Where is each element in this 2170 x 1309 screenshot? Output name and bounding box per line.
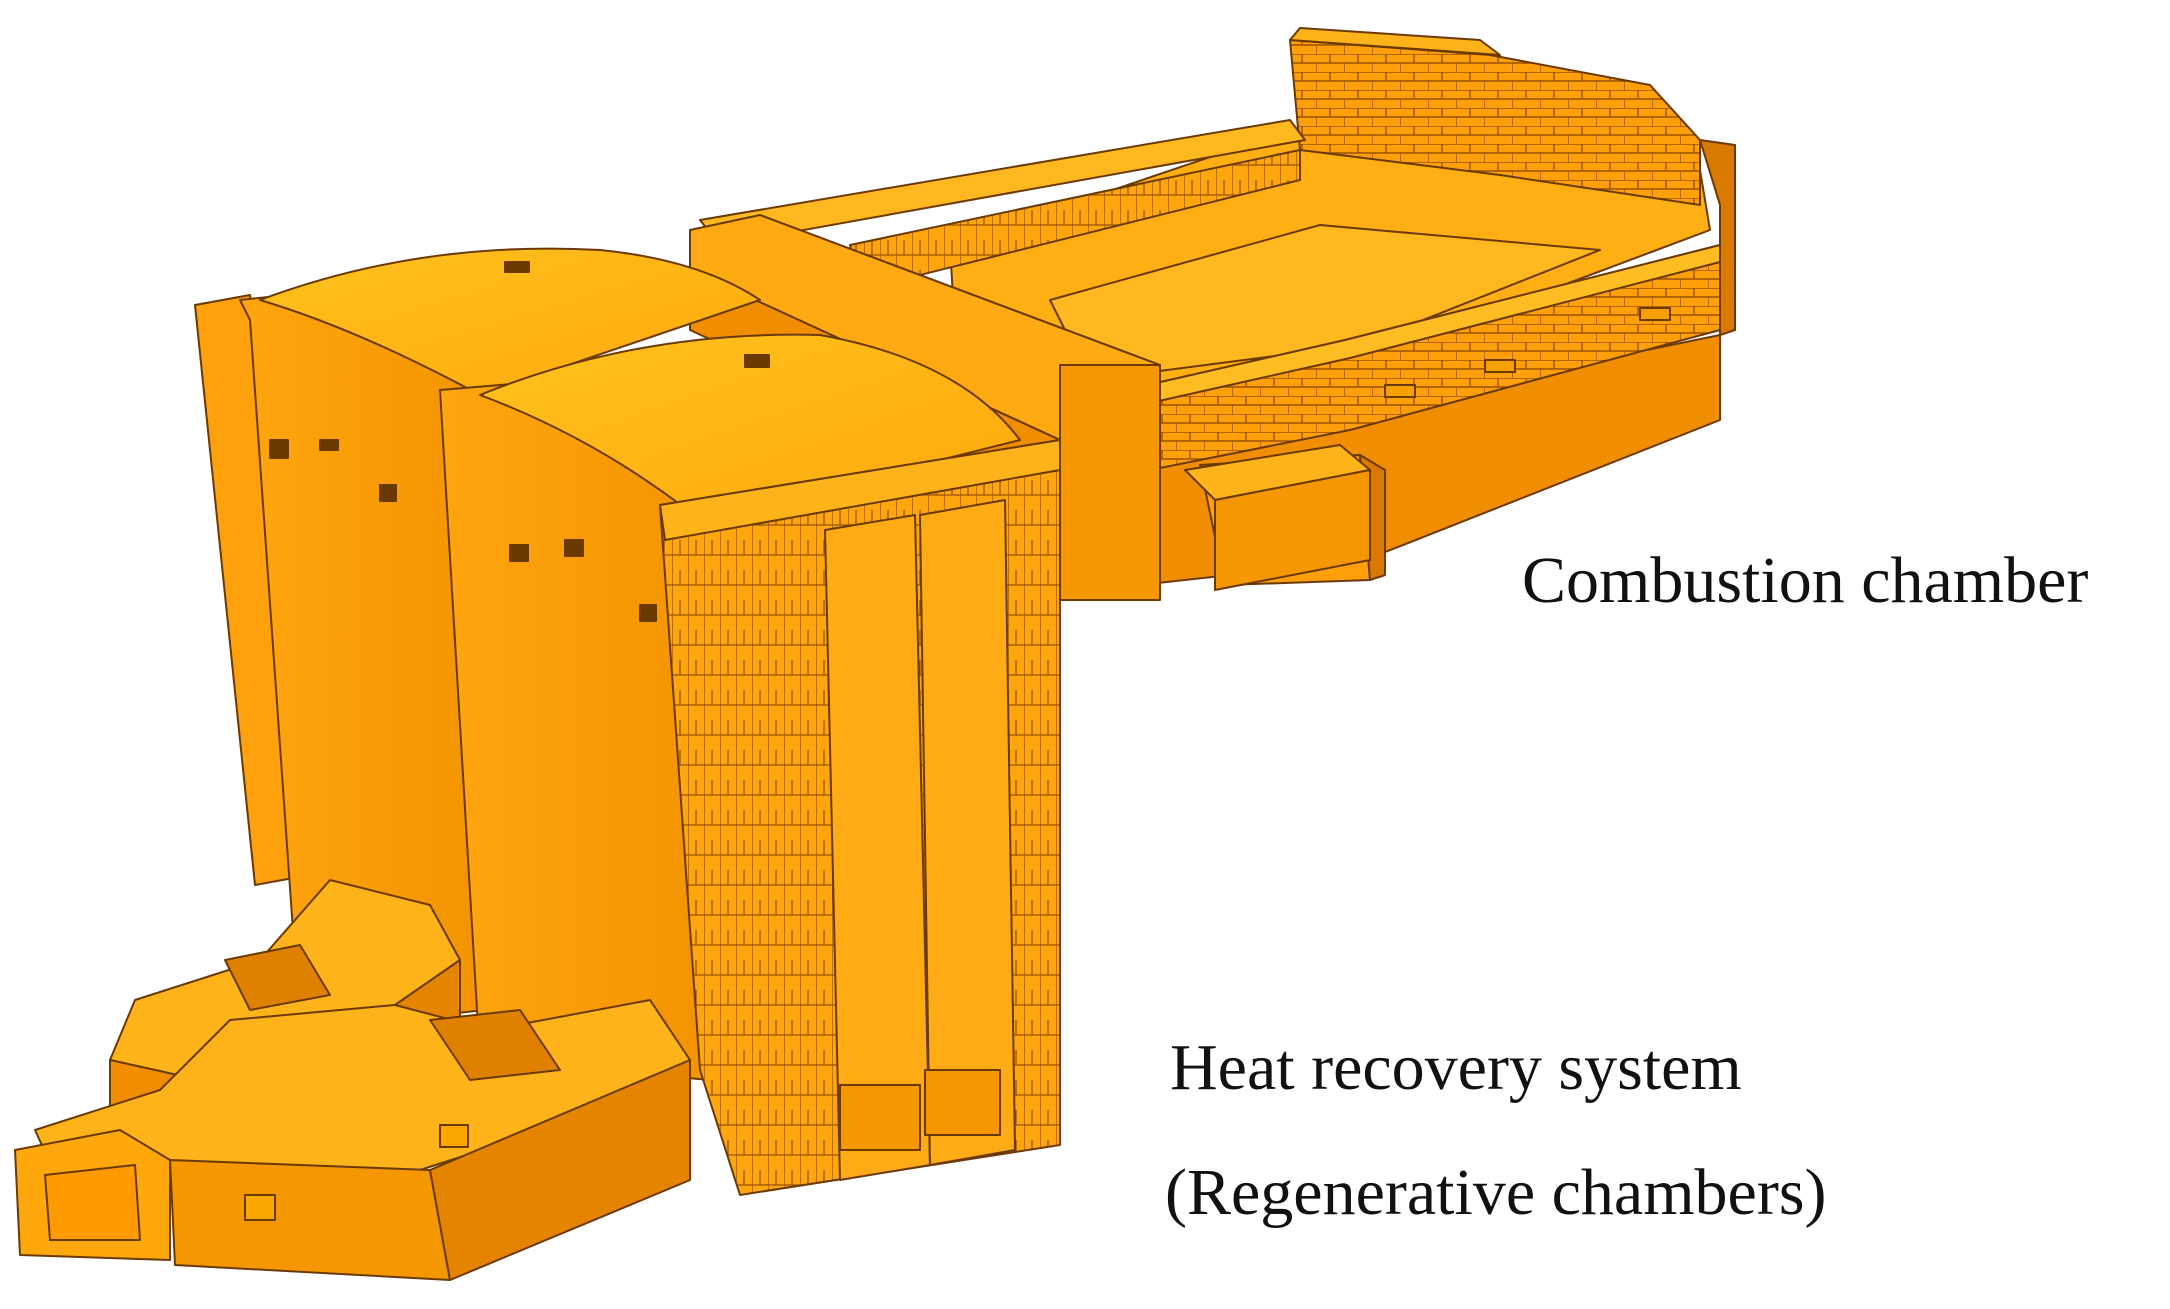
heat-recovery-label: Heat recovery system (1170, 1031, 1742, 1104)
combustion-chamber-label: Combustion chamber (1522, 544, 2089, 617)
flue-ducts-model (14, 879, 691, 1281)
combustion-chamber-model (699, 27, 1736, 591)
regenerative-chambers-label: (Regenerative chambers) (1165, 1156, 1827, 1229)
regenerative-chambers-model (194, 247, 1061, 1196)
